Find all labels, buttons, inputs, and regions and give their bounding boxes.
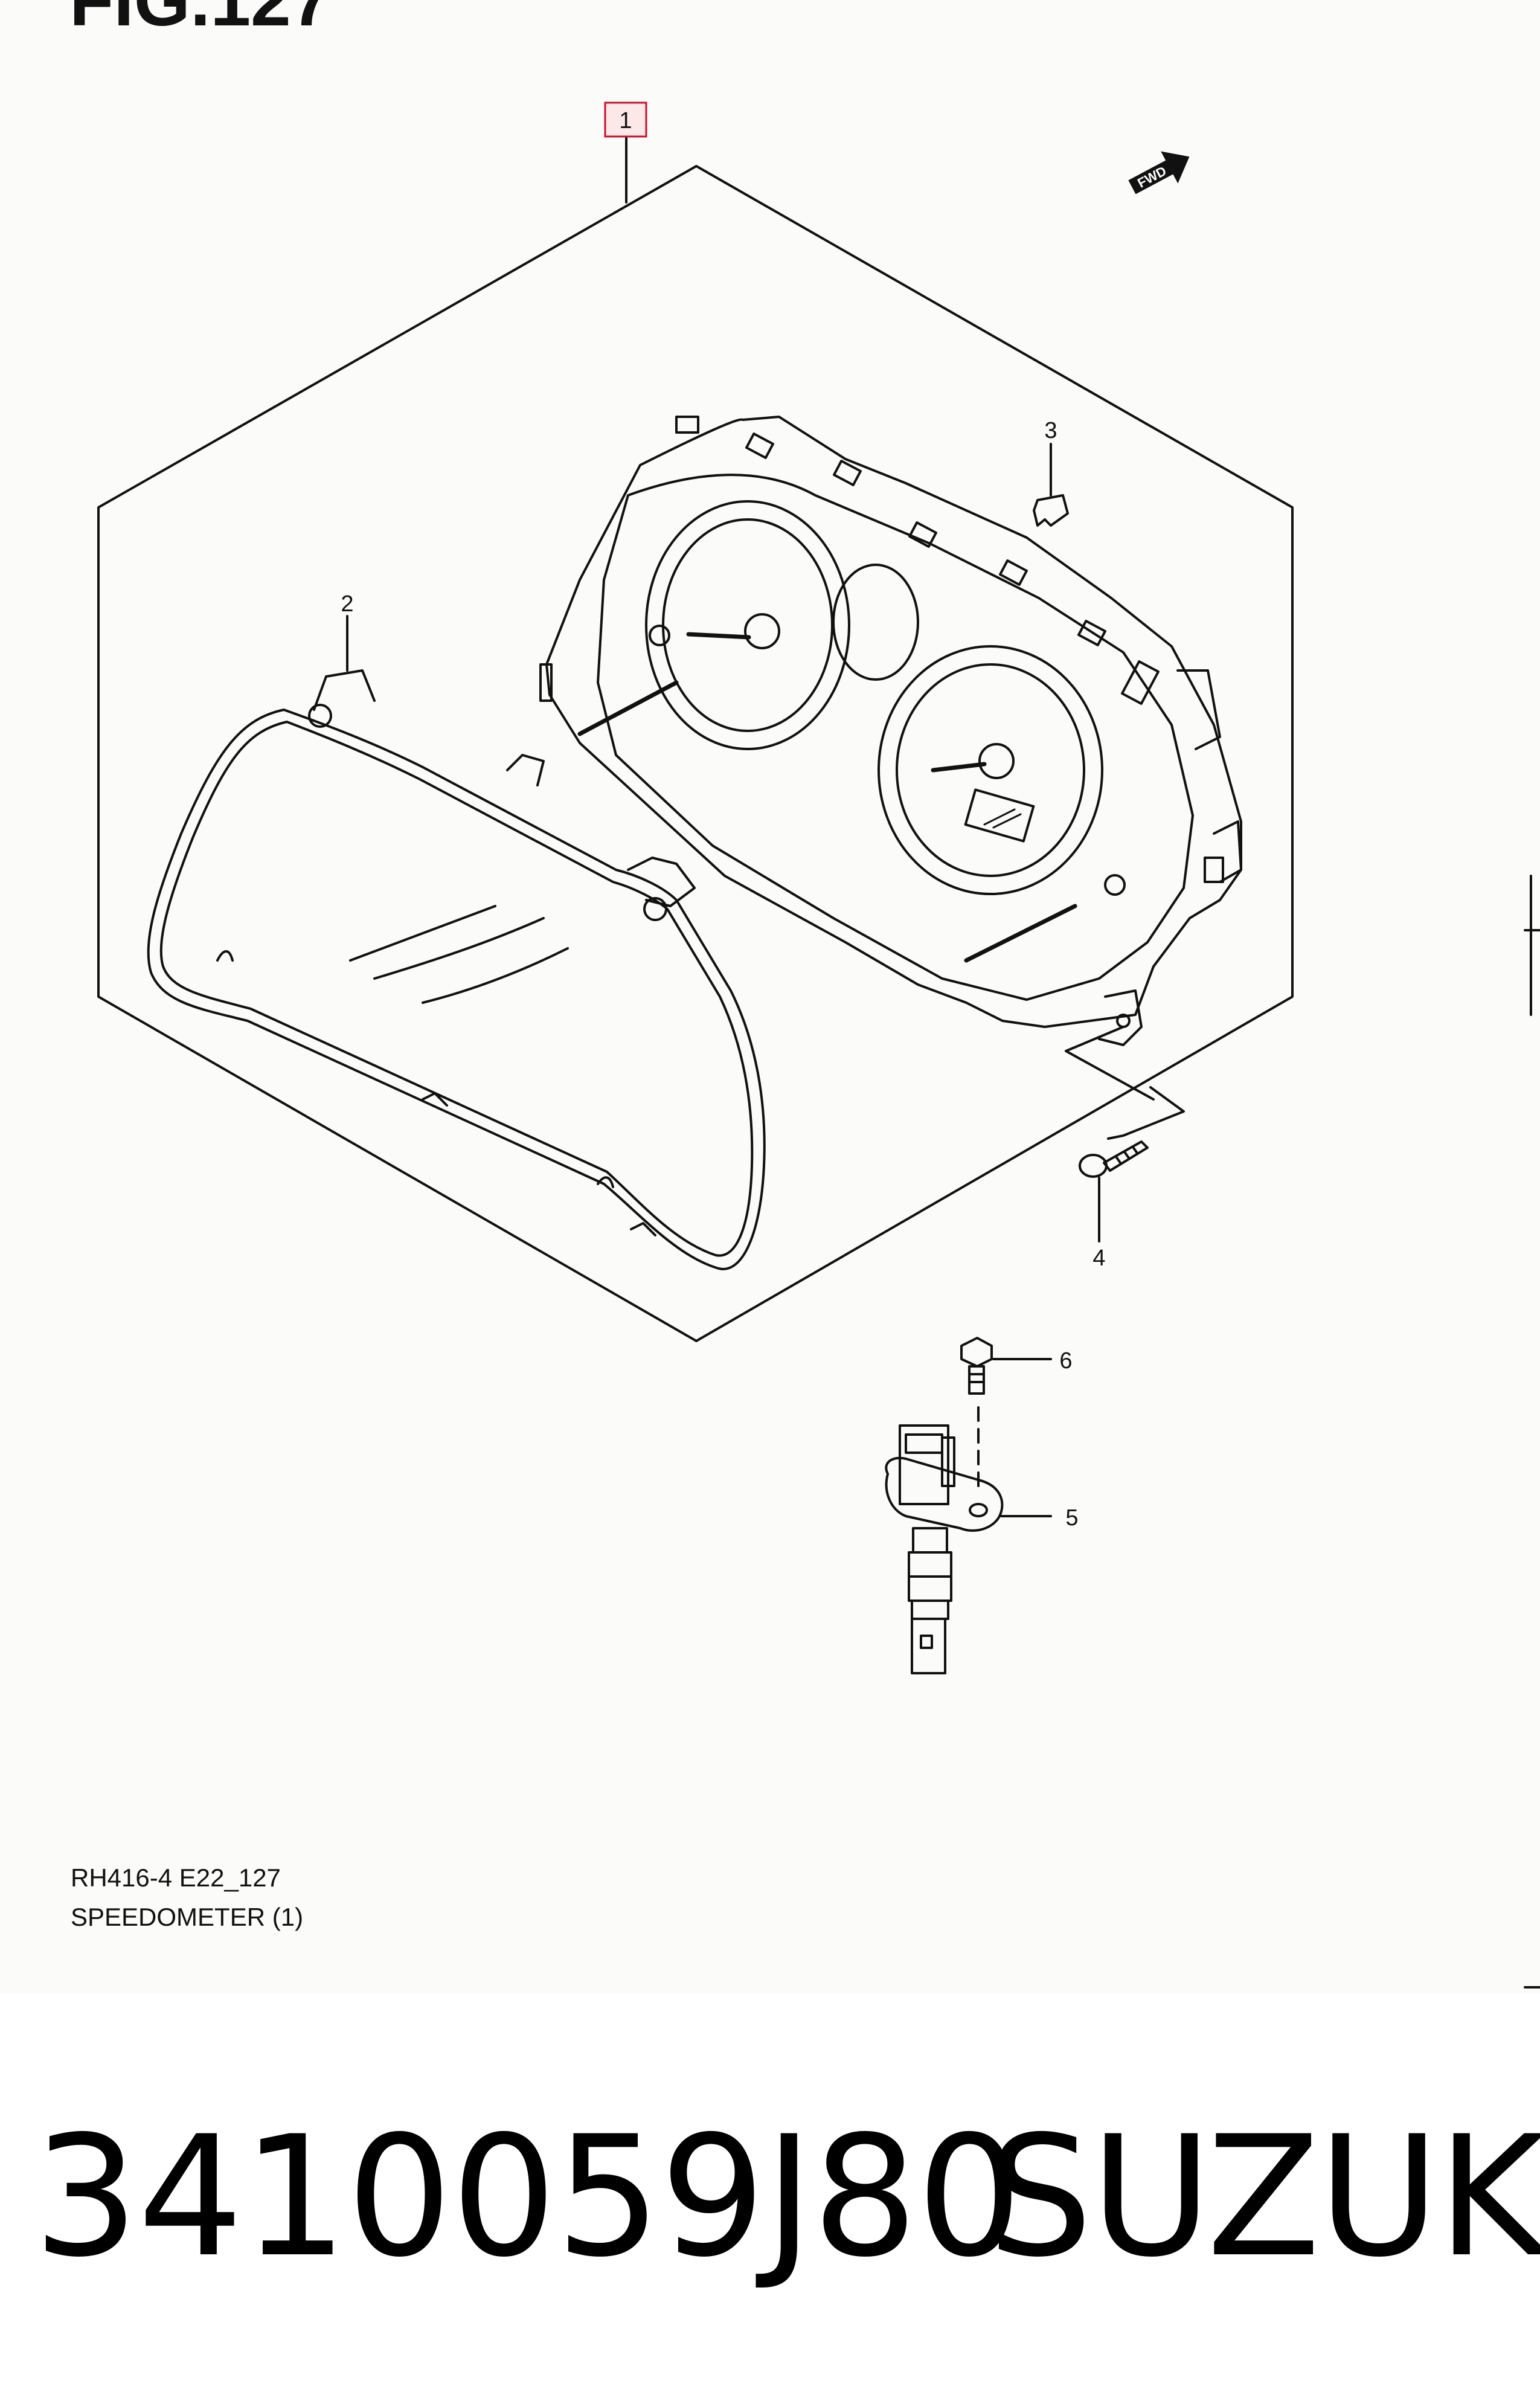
- parts-diagram: 1 2 3 4 5 6 FWD: [97, 101, 1540, 1989]
- clip-part: [1033, 494, 1069, 527]
- leader-line-4b: [1107, 1086, 1185, 1140]
- callout-1: 1: [619, 108, 632, 133]
- fwd-arrow-icon: FWD: [1128, 151, 1190, 195]
- diagram-code: RH416-4 E22_127: [71, 1863, 281, 1892]
- callout-6: 6: [1059, 1348, 1072, 1374]
- callout-3: 3: [1044, 418, 1057, 443]
- brand-name: SUZUKI: [987, 2100, 1540, 2294]
- callout-5: 5: [1065, 1505, 1078, 1531]
- speedometer-gauge: [877, 645, 1103, 895]
- callout-4: 4: [1092, 1246, 1105, 1271]
- callout-2: 2: [341, 591, 353, 617]
- figure-title: FIG.127: [69, 0, 332, 41]
- assembly-outline: [97, 165, 1294, 1342]
- center-display: [832, 564, 919, 681]
- fwd-label: FWD: [1135, 163, 1169, 191]
- speed-sensor-part: [885, 1424, 1004, 1674]
- instrument-cluster: [539, 416, 1242, 1046]
- screw-part: [1079, 1140, 1149, 1178]
- callout-1-box: [604, 101, 647, 138]
- part-number: 3410059J80: [33, 2100, 1022, 2294]
- bolt-part: [960, 1337, 993, 1395]
- cluster-lens: [147, 669, 766, 1270]
- tachometer-gauge: [645, 500, 850, 750]
- diagram-caption: SPEEDOMETER (1): [71, 1903, 304, 1931]
- diagram-sheet: FIG.127: [69, 0, 1540, 1989]
- leader-line-4a: [1065, 1026, 1155, 1101]
